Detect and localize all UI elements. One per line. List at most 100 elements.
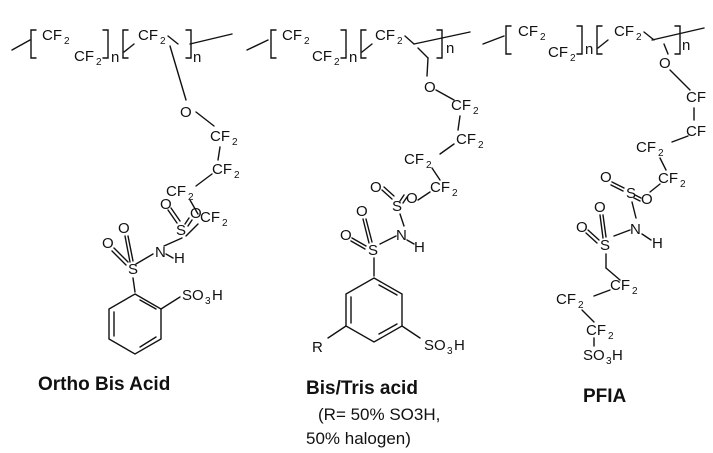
cf2-subscript: 2 [578, 300, 584, 311]
cf2-label: CF [456, 131, 476, 148]
ortho-side-chain: O CF 2 CF 2 CF 2 CF 2 [166, 45, 240, 237]
cf2-subscript: 2 [570, 53, 576, 64]
cf2-subscript: 2 [658, 148, 664, 159]
ortho-bis-acid-label: Ortho Bis Acid [38, 374, 170, 395]
cf2-label: CF [212, 161, 232, 178]
cf2-label: CF [548, 44, 568, 61]
pfia-sulfonyl-2: O O S [576, 199, 610, 269]
cf2-subscript: 2 [478, 140, 484, 151]
bistris-imide-nh: N H [379, 227, 425, 256]
sulfonyl-oxygen: O [641, 191, 653, 208]
cf2-subscript: 2 [96, 57, 102, 68]
sulfonyl-oxygen: O [370, 179, 382, 196]
cf2-subscript: 2 [64, 36, 70, 47]
ortho-bis-acid-structure: CF 2 CF 2 n CF 2 n O CF 2 CF 2 CF [11, 27, 240, 395]
sulfonyl-oxygen: O [190, 205, 202, 222]
cf2-subscript: 2 [540, 32, 546, 43]
sulfonyl-oxygen: O [406, 190, 418, 207]
cf2-label: CF [518, 23, 538, 40]
ortho-benzene-ring: SO 3 H [108, 287, 223, 355]
cf2-label: CF [614, 23, 634, 40]
cf2-subscript: 2 [188, 192, 194, 203]
cf2-subscript: 2 [680, 179, 686, 190]
bistris-benzene-ring: R SO 3 H [312, 277, 465, 357]
cf2-label: CF [586, 322, 606, 339]
sulfonyl-oxygen: O [102, 235, 114, 252]
cf2-subscript: 2 [222, 218, 228, 229]
sulfonic-acid-hydrogen: H [612, 347, 623, 364]
pfia-label: PFIA [583, 386, 627, 407]
sulfur: S [392, 198, 402, 215]
cf2-label: CF [74, 48, 94, 65]
sulfonic-acid-label: SO [583, 347, 605, 364]
r-group: R [312, 339, 323, 356]
cf2-subscript: 2 [473, 106, 479, 117]
sulfonic-acid-subscript: 3 [205, 296, 211, 307]
imide-nitrogen: N [630, 221, 641, 238]
cf2-subscript: 2 [304, 36, 310, 47]
sulfonyl-oxygen: O [118, 220, 130, 237]
sulfonic-acid-label: SO [182, 287, 204, 304]
cf2-label: CF [636, 139, 656, 156]
cf2-subscript: 2 [636, 32, 642, 43]
cf2-subscript: 2 [632, 286, 638, 297]
cf2-label: CF [375, 27, 395, 44]
cf2-label: CF [686, 123, 706, 140]
cf2-label: CF [658, 170, 678, 187]
pfia-sulfonyl-1: O S O [600, 169, 653, 219]
repeat-n: n [111, 49, 119, 66]
sulfur: S [600, 237, 610, 254]
ether-oxygen: O [424, 79, 436, 96]
bistris-backbone: CF 2 CF 2 n CF 2 n [246, 27, 471, 68]
imide-hydrogen: H [414, 239, 425, 256]
bistris-side-chain: O CF 2 CF 2 CF 2 CF 2 [404, 47, 484, 201]
cf2-subscript: 2 [160, 36, 166, 47]
sulfonic-acid-label: SO [424, 337, 446, 354]
bistris-sulfonyl-2: O O S [340, 203, 378, 277]
imide-hydrogen: H [652, 235, 663, 252]
cf2-label: CF [42, 27, 62, 44]
sulfonic-acid-hydrogen: H [454, 337, 465, 354]
cf2-subscript: 2 [608, 331, 614, 342]
cf2-subscript: 2 [452, 188, 458, 199]
bis-tris-acid-label: Bis/Tris acid [306, 378, 418, 399]
sulfonic-acid-subscript: 3 [447, 346, 453, 357]
sulfonic-acid-subscript: 3 [606, 356, 612, 367]
cf2-label: CF [556, 291, 576, 308]
sulfonyl-oxygen: O [576, 219, 588, 236]
sulfur: S [626, 185, 636, 202]
ortho-backbone: CF 2 CF 2 n CF 2 n [11, 27, 233, 68]
bis-tris-note-line-2: 50% halogen) [306, 429, 411, 448]
ether-oxygen: O [180, 104, 192, 121]
cf2-subscript: 2 [234, 170, 240, 181]
ether-oxygen: O [659, 55, 671, 72]
cf2-label: CF [610, 277, 630, 294]
cf2-label: CF [210, 128, 230, 145]
cf2-subscript: 2 [397, 36, 403, 47]
cf2-label: CF [312, 48, 332, 65]
sulfur: S [176, 222, 186, 239]
repeat-n: n [349, 49, 357, 66]
cf2-label: CF [404, 151, 424, 168]
sulfonic-acid-hydrogen: H [212, 287, 223, 304]
repeat-n: n [585, 41, 593, 58]
imide-nitrogen: N [155, 244, 166, 261]
cf2-label: CF [430, 179, 450, 196]
imide-nitrogen: N [396, 227, 407, 244]
ortho-sulfonyl-2: O O S [102, 220, 138, 293]
cf2-label: CF [200, 209, 220, 226]
cf2-label: CF [686, 89, 706, 106]
bistris-sulfonyl-1: O S O [370, 179, 418, 227]
sulfonyl-oxygen: O [594, 199, 606, 216]
sulfonyl-oxygen: O [340, 227, 352, 244]
repeat-n: n [446, 40, 454, 57]
cf2-label: CF [166, 183, 186, 200]
pfia-structure: CF 2 CF 2 n CF 2 n O CF CF CF 2 CF [482, 23, 706, 407]
sulfonyl-oxygen: O [160, 196, 172, 213]
cf2-label: CF [451, 97, 471, 114]
pfia-tail: CF 2 CF 2 CF 2 SO 3 H [556, 267, 638, 367]
cf2-subscript: 2 [232, 137, 238, 148]
sulfonyl-oxygen: O [356, 203, 368, 220]
